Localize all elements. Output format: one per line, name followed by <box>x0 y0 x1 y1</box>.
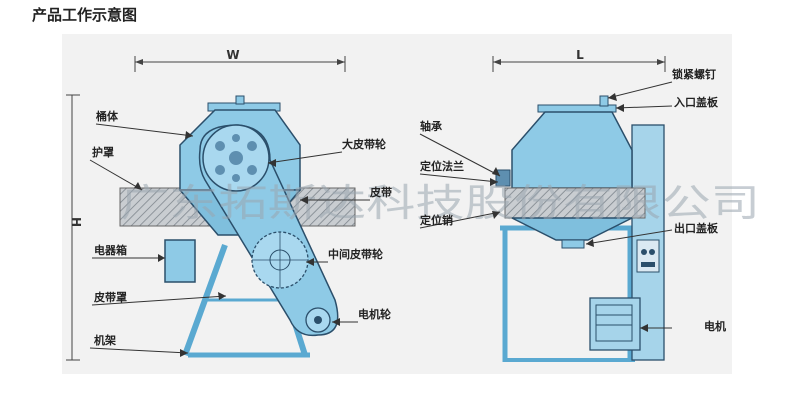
height-dimension: H <box>66 94 83 361</box>
left-machine <box>119 95 356 358</box>
length-dimension: L <box>492 48 666 72</box>
height-label: H <box>69 217 83 227</box>
length-label: L <box>576 48 584 62</box>
left-callouts: 桶体 护罩 电器箱 皮带罩 机架 大皮带轮 皮带 <box>89 109 392 357</box>
label-inlet-cover: 入口盖板 <box>674 95 719 109</box>
label-motor-pulley: 电机轮 <box>358 307 391 321</box>
label-belt-cover: 皮带罩 <box>93 290 127 304</box>
label-belt: 皮带 <box>369 185 392 199</box>
label-locking-screw: 锁紧螺钉 <box>672 67 716 81</box>
label-middle-pulley: 中间皮带轮 <box>328 247 383 261</box>
label-motor: 电机 <box>704 319 726 333</box>
label-positioning-flange: 定位法兰 <box>420 159 464 173</box>
label-frame: 机架 <box>94 333 116 347</box>
width-dimension: W <box>134 48 346 72</box>
label-outlet-cover: 出口盖板 <box>674 221 719 235</box>
label-barrel: 桶体 <box>95 109 119 123</box>
right-machine <box>495 95 665 362</box>
label-large-pulley: 大皮带轮 <box>342 137 386 151</box>
page-title: 产品工作示意图 <box>32 6 138 24</box>
label-bearing: 轴承 <box>420 119 443 133</box>
label-electrical-box: 电器箱 <box>94 243 127 257</box>
right-callouts: 轴承 定位法兰 定位销 锁紧螺钉 入口盖板 出口盖板 电机 <box>419 67 726 333</box>
label-positioning-pin: 定位销 <box>420 213 453 227</box>
watermark-text: 广东拓斯达科技股份有限公司 <box>120 181 760 225</box>
width-label: W <box>226 48 239 62</box>
label-guard: 护罩 <box>92 145 114 159</box>
